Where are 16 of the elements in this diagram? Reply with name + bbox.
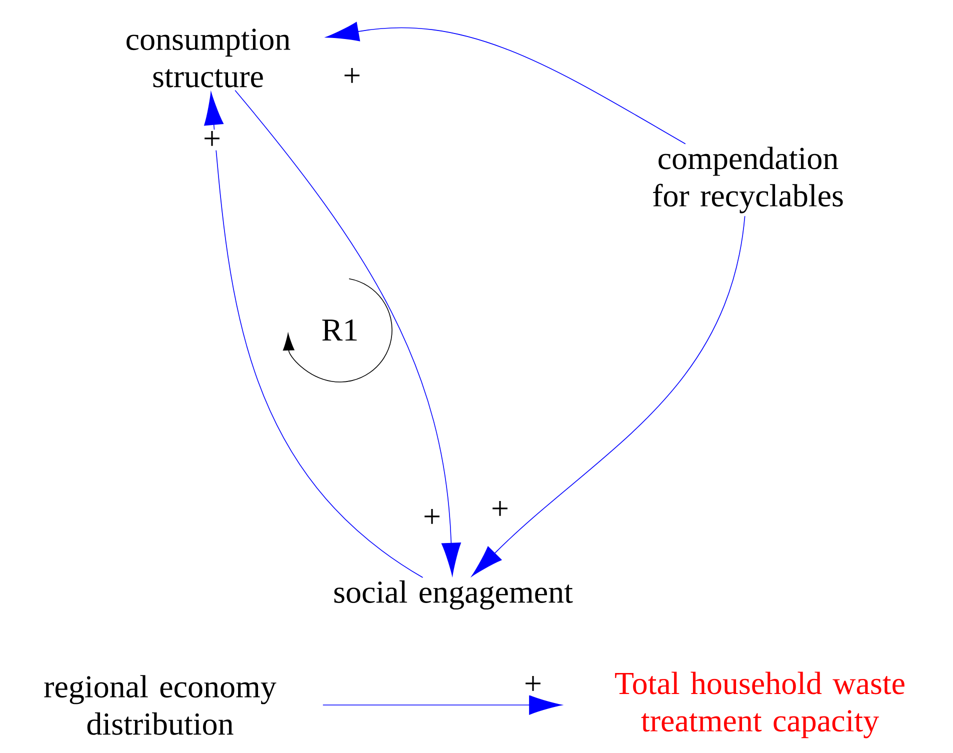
arrow <box>472 216 746 576</box>
variable-label: compendation for recyclables <box>653 146 843 214</box>
polarity-sign: + <box>490 500 510 520</box>
loop-label: R1 <box>322 319 357 341</box>
polarity-sign: + <box>522 674 544 696</box>
variable-label: social engagement <box>334 580 573 610</box>
arrow <box>326 22 686 144</box>
polarity-sign: + <box>202 130 222 150</box>
arrow <box>322 695 562 715</box>
variable-label: Total household waste treatment capacity <box>615 672 904 738</box>
polarity-sign: + <box>342 66 362 88</box>
arrow <box>204 92 424 578</box>
polarity-sign: + <box>422 508 442 528</box>
arrow <box>234 90 461 576</box>
variable-label: consumption structure <box>126 28 290 88</box>
variable-label: regional economy distribution <box>44 675 276 735</box>
